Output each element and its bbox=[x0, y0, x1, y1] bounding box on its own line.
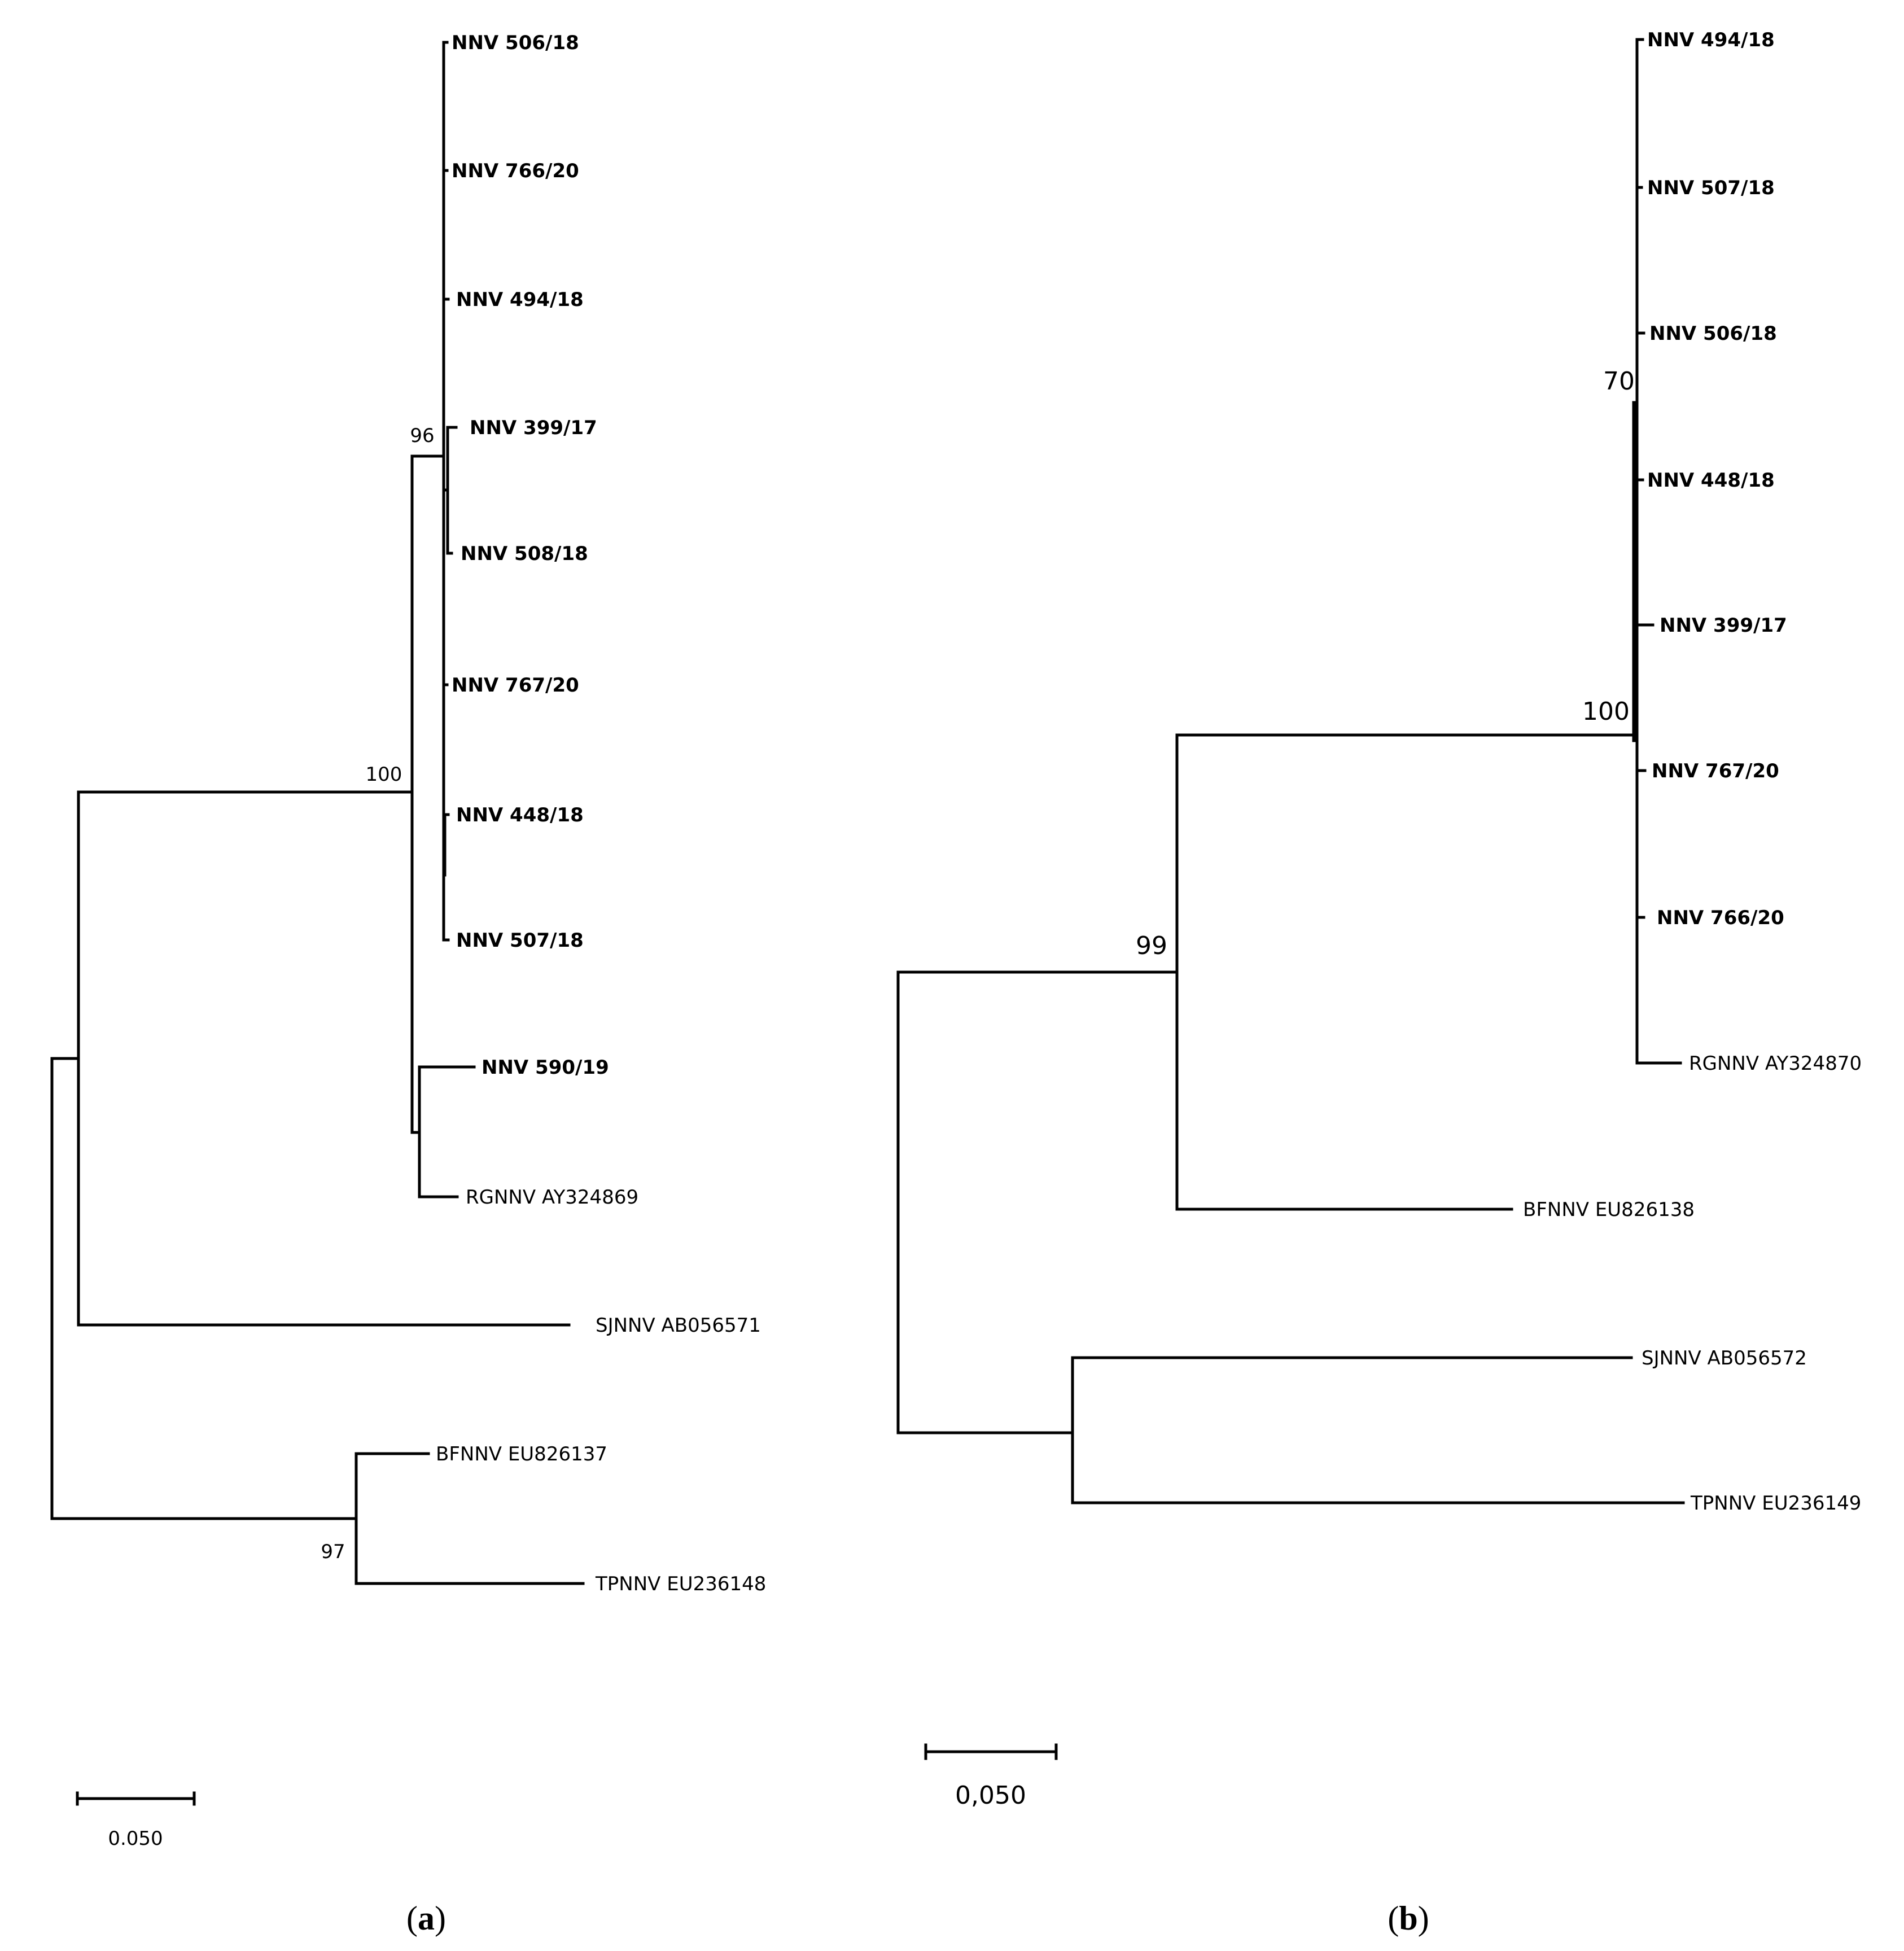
taxon-label: NNV 399/17 bbox=[1660, 614, 1787, 637]
taxon-label: NNV 507/18 bbox=[456, 929, 584, 952]
taxon-label: NNV 399/17 bbox=[470, 417, 597, 439]
taxon-label: BFNNV EU826137 bbox=[436, 1443, 607, 1466]
bootstrap-value: 97 bbox=[321, 1541, 345, 1563]
panel-label-a: (a) bbox=[406, 1900, 446, 1937]
taxon-label: NNV 494/18 bbox=[456, 288, 584, 311]
taxon-label: NNV 767/20 bbox=[1652, 760, 1779, 782]
taxon-label: NNV 767/20 bbox=[452, 674, 579, 697]
bootstrap-value: 100 bbox=[366, 763, 402, 786]
scale-bar-label: 0.050 bbox=[108, 1827, 163, 1850]
tree-a-branches bbox=[50, 41, 585, 1585]
taxon-label: RGNNV AY324870 bbox=[1689, 1052, 1862, 1075]
scale-bar-a: 0.050 bbox=[76, 1791, 196, 1850]
panel-label-b: (b) bbox=[1387, 1900, 1429, 1937]
bootstrap-value: 100 bbox=[1582, 697, 1630, 726]
taxon-label: TPNNV EU236148 bbox=[595, 1573, 766, 1595]
taxon-label: RGNNV AY324869 bbox=[466, 1186, 638, 1209]
tree-b-branches bbox=[896, 38, 1685, 1504]
scale-bar-label: 0,050 bbox=[955, 1781, 1026, 1810]
taxon-label: NNV 590/19 bbox=[482, 1056, 609, 1079]
bootstrap-value: 99 bbox=[1136, 931, 1167, 960]
taxon-label: NNV 508/18 bbox=[461, 543, 588, 565]
scale-bar-b: 0,050 bbox=[924, 1743, 1058, 1810]
taxon-label: NNV 506/18 bbox=[452, 32, 579, 54]
taxon-label: SJNNV AB056572 bbox=[1642, 1347, 1807, 1370]
bootstrap-value: 70 bbox=[1603, 367, 1635, 396]
taxon-label: NNV 766/20 bbox=[1657, 907, 1784, 929]
taxon-label: NNV 494/18 bbox=[1647, 29, 1775, 51]
taxon-label: NNV 507/18 bbox=[1647, 177, 1775, 199]
taxon-label: NNV 448/18 bbox=[1647, 469, 1775, 492]
taxon-label: TPNNV EU236149 bbox=[1690, 1492, 1861, 1515]
tree-panel-a: 96 100 97 NNV 506/18 NNV 766/20 NNV 494/… bbox=[50, 32, 766, 1937]
taxon-label: NNV 448/18 bbox=[456, 804, 584, 826]
taxon-label: NNV 506/18 bbox=[1649, 322, 1777, 345]
bootstrap-value: 96 bbox=[410, 425, 434, 447]
taxon-label: SJNNV AB056571 bbox=[596, 1314, 761, 1337]
taxon-label: NNV 766/20 bbox=[452, 160, 579, 182]
taxon-label: BFNNV EU826138 bbox=[1523, 1198, 1695, 1221]
tree-panel-b: 70 100 99 NNV 494/18 NNV 507/18 NNV 506/… bbox=[896, 29, 1862, 1937]
